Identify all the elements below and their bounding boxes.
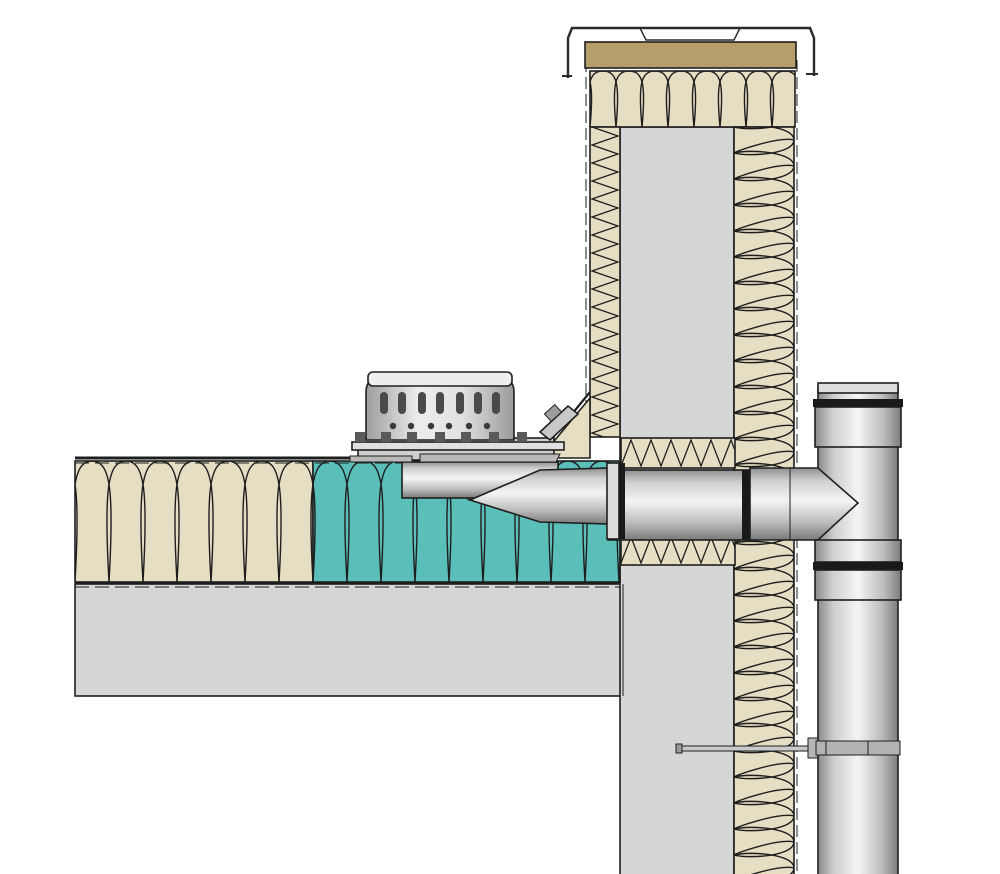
coping-flashing-icon xyxy=(566,26,816,78)
flange-bolt xyxy=(381,432,391,442)
coping xyxy=(562,26,818,78)
flange-bolt xyxy=(489,432,499,442)
flange-bolt xyxy=(517,432,527,442)
dome-hole xyxy=(407,422,415,430)
dome-hole xyxy=(465,422,473,430)
dome-hole xyxy=(483,422,491,430)
timber-coping xyxy=(584,41,797,69)
dome-slot xyxy=(436,392,444,414)
flange-bolt xyxy=(461,432,471,442)
roof-slab xyxy=(74,583,624,697)
overflow-pipe-icon xyxy=(399,461,860,541)
parapet-insulation xyxy=(589,70,796,438)
dome-hole xyxy=(389,422,397,430)
roof-drain-icon xyxy=(349,371,580,463)
downpipe-icon xyxy=(813,382,903,874)
dome-slot xyxy=(474,392,482,414)
flange-bolt xyxy=(407,432,417,442)
roof-insulation-mineral-wool xyxy=(74,460,314,583)
vapour-barrier xyxy=(75,581,620,588)
flange-bolt xyxy=(435,432,445,442)
dome-slot xyxy=(398,392,406,414)
dome-slot xyxy=(456,392,464,414)
dome-slot xyxy=(418,392,426,414)
dome-hole xyxy=(427,422,435,430)
dome-hole xyxy=(445,422,453,430)
dome-slot xyxy=(492,392,500,414)
flange-bolt xyxy=(355,432,365,442)
dome-slot xyxy=(380,392,388,414)
